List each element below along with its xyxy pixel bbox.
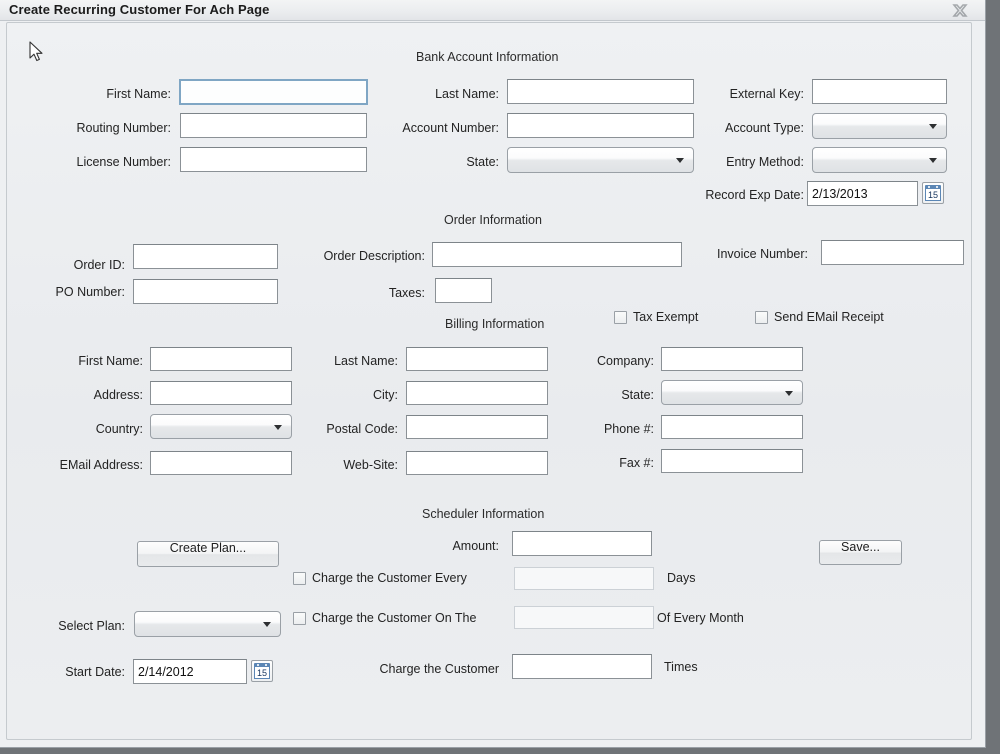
select-plan[interactable] bbox=[134, 611, 281, 637]
input-billing-city[interactable] bbox=[406, 381, 548, 405]
label-po-number: PO Number: bbox=[55, 285, 125, 299]
checkbox-label-tax-exempt: Tax Exempt bbox=[633, 310, 699, 324]
label-bank-first-name: First Name: bbox=[106, 87, 171, 101]
checkbox-box bbox=[293, 612, 306, 625]
label-days: Days bbox=[667, 571, 696, 585]
label-billing-email: EMail Address: bbox=[59, 458, 143, 472]
label-billing-web-site: Web-Site: bbox=[343, 458, 398, 472]
label-billing-country: Country: bbox=[95, 422, 143, 436]
label-billing-last-name: Last Name: bbox=[334, 354, 398, 368]
label-times: Times bbox=[664, 660, 698, 674]
calendar-header bbox=[254, 663, 270, 668]
input-bank-last-name[interactable] bbox=[507, 79, 694, 104]
label-billing-fax: Fax #: bbox=[619, 456, 654, 470]
label-record-exp-date: Record Exp Date: bbox=[705, 188, 804, 202]
input-billing-email[interactable] bbox=[150, 451, 292, 475]
dialog-window: Create Recurring Customer For Ach Page B… bbox=[0, 0, 986, 748]
label-account-number: Account Number: bbox=[402, 121, 499, 135]
label-charge-the-customer-times: Charge the Customer bbox=[379, 662, 499, 676]
label-order-id: Order ID: bbox=[73, 258, 125, 272]
input-amount[interactable] bbox=[512, 531, 652, 556]
form-panel: Bank Account Information First Name: Rou… bbox=[6, 22, 972, 740]
label-taxes: Taxes: bbox=[388, 286, 425, 300]
label-billing-company: Company: bbox=[597, 354, 654, 368]
input-account-number[interactable] bbox=[507, 113, 694, 138]
label-bank-state: State: bbox=[466, 155, 499, 169]
select-billing-country[interactable] bbox=[150, 414, 292, 439]
input-license-number[interactable] bbox=[180, 147, 367, 172]
input-invoice-number[interactable] bbox=[821, 240, 964, 265]
input-billing-phone[interactable] bbox=[661, 415, 803, 439]
label-billing-postal-code: Postal Code: bbox=[326, 422, 398, 436]
input-billing-first-name[interactable] bbox=[150, 347, 292, 371]
section-header-bank: Bank Account Information bbox=[416, 50, 559, 64]
mouse-cursor bbox=[29, 41, 43, 62]
checkbox-box bbox=[293, 572, 306, 585]
label-entry-method: Entry Method: bbox=[726, 155, 804, 169]
label-billing-state: State: bbox=[621, 388, 654, 402]
calendar-header bbox=[925, 185, 941, 190]
calendar-icon-record-exp-date[interactable]: 15 bbox=[922, 182, 944, 204]
label-amount: Amount: bbox=[452, 539, 499, 553]
section-header-order: Order Information bbox=[444, 213, 542, 227]
input-billing-postal-code[interactable] bbox=[406, 415, 548, 439]
label-external-key: External Key: bbox=[729, 87, 804, 101]
chevron-down-icon bbox=[785, 390, 793, 396]
page-title: Create Recurring Customer For Ach Page bbox=[9, 2, 270, 17]
label-routing-number: Routing Number: bbox=[76, 121, 172, 135]
input-billing-address[interactable] bbox=[150, 381, 292, 405]
select-billing-state[interactable] bbox=[661, 380, 803, 405]
input-charge-times[interactable] bbox=[512, 654, 652, 679]
input-order-description[interactable] bbox=[432, 242, 682, 267]
label-license-number: License Number: bbox=[76, 155, 172, 169]
select-account-type[interactable] bbox=[812, 113, 947, 139]
input-taxes[interactable] bbox=[435, 278, 492, 303]
input-bank-first-name[interactable] bbox=[179, 79, 368, 105]
label-start-date: Start Date: bbox=[65, 665, 125, 679]
input-charge-on-the-day[interactable] bbox=[514, 606, 654, 629]
select-entry-method[interactable] bbox=[812, 147, 947, 173]
checkbox-label-send-email-receipt: Send EMail Receipt bbox=[774, 310, 884, 324]
input-routing-number[interactable] bbox=[180, 113, 367, 138]
label-bank-last-name: Last Name: bbox=[435, 87, 499, 101]
label-order-description: Order Description: bbox=[323, 249, 425, 263]
label-billing-address: Address: bbox=[93, 388, 143, 402]
calendar-day-number: 15 bbox=[925, 189, 941, 201]
input-billing-company[interactable] bbox=[661, 347, 803, 371]
section-header-scheduler: Scheduler Information bbox=[422, 507, 545, 521]
chevron-down-icon bbox=[263, 622, 271, 627]
chevron-down-icon bbox=[274, 424, 282, 430]
input-external-key[interactable] bbox=[812, 79, 947, 104]
label-of-every-month: Of Every Month bbox=[657, 611, 744, 625]
input-record-exp-date[interactable] bbox=[807, 181, 918, 206]
calendar-day-number: 15 bbox=[254, 667, 270, 679]
create-plan-button[interactable]: Create Plan... bbox=[137, 541, 279, 567]
label-select-plan: Select Plan: bbox=[58, 619, 125, 633]
close-icon[interactable] bbox=[952, 3, 968, 18]
label-invoice-number: Invoice Number: bbox=[716, 247, 808, 261]
checkbox-box bbox=[614, 311, 627, 324]
checkbox-box bbox=[755, 311, 768, 324]
checkbox-label-charge-every: Charge the Customer Every bbox=[312, 571, 467, 585]
save-button[interactable]: Save... bbox=[819, 540, 902, 565]
chevron-down-icon bbox=[676, 158, 684, 163]
input-billing-last-name[interactable] bbox=[406, 347, 548, 371]
input-billing-web-site[interactable] bbox=[406, 451, 548, 475]
label-billing-first-name: First Name: bbox=[78, 354, 143, 368]
input-charge-every-days[interactable] bbox=[514, 567, 654, 590]
select-bank-state[interactable] bbox=[507, 147, 694, 173]
title-bar: Create Recurring Customer For Ach Page bbox=[0, 0, 985, 21]
input-billing-fax[interactable] bbox=[661, 449, 803, 473]
input-start-date[interactable] bbox=[133, 659, 247, 684]
chevron-down-icon bbox=[929, 124, 937, 129]
input-order-id[interactable] bbox=[133, 244, 278, 269]
label-account-type: Account Type: bbox=[725, 121, 804, 135]
label-billing-phone: Phone #: bbox=[603, 422, 654, 436]
input-po-number[interactable] bbox=[133, 279, 278, 304]
label-billing-city: City: bbox=[373, 388, 398, 402]
calendar-icon-start-date[interactable]: 15 bbox=[251, 660, 273, 682]
checkbox-label-charge-on-the: Charge the Customer On The bbox=[312, 611, 477, 625]
chevron-down-icon bbox=[929, 158, 937, 163]
section-header-billing: Billing Information bbox=[445, 317, 545, 331]
